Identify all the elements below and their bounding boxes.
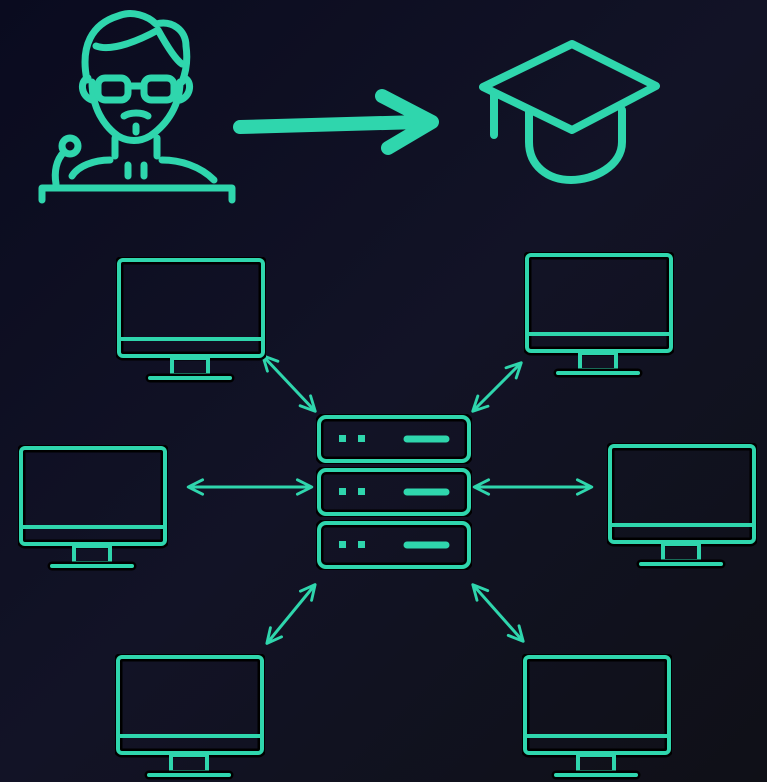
bidirectional-arrow-icon [186, 354, 594, 645]
arrow-top-left [261, 354, 317, 413]
server-rack-icon [319, 417, 469, 567]
desktop-monitor-icon [21, 448, 165, 566]
presenter-with-microphone-icon [38, 10, 236, 204]
right-arrow-icon [233, 89, 439, 155]
arrow-top-right [471, 361, 523, 413]
desktop-monitor-icon [118, 657, 262, 775]
desktop-monitor-icon [119, 260, 263, 378]
desktop-monitor-icon [525, 657, 669, 775]
desktop-monitor-icon [610, 446, 754, 564]
arrow-bottom-right [471, 583, 525, 643]
arrow-bottom-left [265, 583, 317, 645]
graduation-cap-icon [479, 40, 660, 184]
desktop-monitor-icon [527, 255, 671, 373]
